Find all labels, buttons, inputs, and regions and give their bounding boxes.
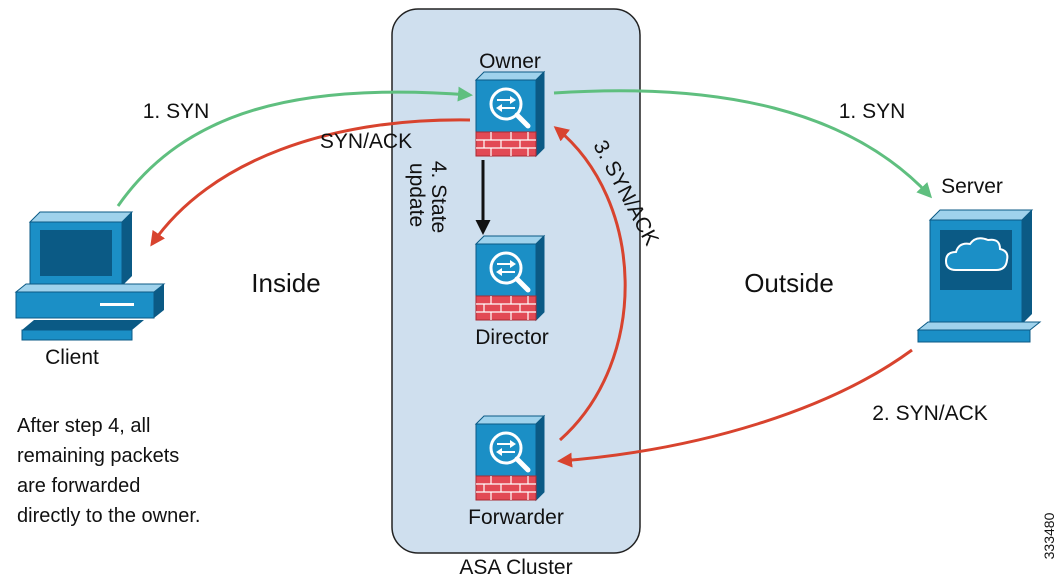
syn-outside-label: 1. SYN (839, 100, 906, 123)
outside-label: Outside (744, 268, 834, 298)
note-line-3: are forwarded (17, 475, 140, 497)
inside-label: Inside (251, 268, 320, 298)
director-label: Director (475, 326, 549, 349)
forwarder-label: Forwarder (468, 506, 564, 529)
client-label: Client (45, 346, 99, 369)
figure-id: 333480 (1041, 512, 1057, 559)
owner-label: Owner (479, 50, 541, 73)
server-icon (916, 209, 1042, 343)
syn-inside-label: 1. SYN (143, 100, 210, 123)
client-icon (14, 211, 166, 341)
synack-server-label: 2. SYN/ACK (872, 402, 988, 425)
synack-server-to-forwarder-arrow (557, 348, 913, 468)
server-label: Server (941, 175, 1003, 198)
synack-forwarder-to-owner-arrow (553, 126, 627, 442)
note-line-2: remaining packets (17, 445, 179, 467)
note-line-1: After step 4, all (17, 415, 150, 437)
note-line-4: directly to the owner. (17, 505, 200, 527)
synack-owner-to-client-arrow (150, 118, 471, 247)
state-update-label-line1: 4. State (427, 161, 450, 233)
director-asa-icon (476, 236, 544, 320)
state-update-label-line2: update (405, 163, 428, 227)
cluster-label: ASA Cluster (459, 556, 572, 577)
syn-owner-to-server-arrow (553, 89, 933, 199)
forwarder-asa-icon (476, 416, 544, 500)
owner-asa-icon (476, 72, 544, 156)
syn-client-to-owner-arrow (116, 86, 473, 207)
synack-return-label: SYN/ACK (320, 130, 412, 153)
